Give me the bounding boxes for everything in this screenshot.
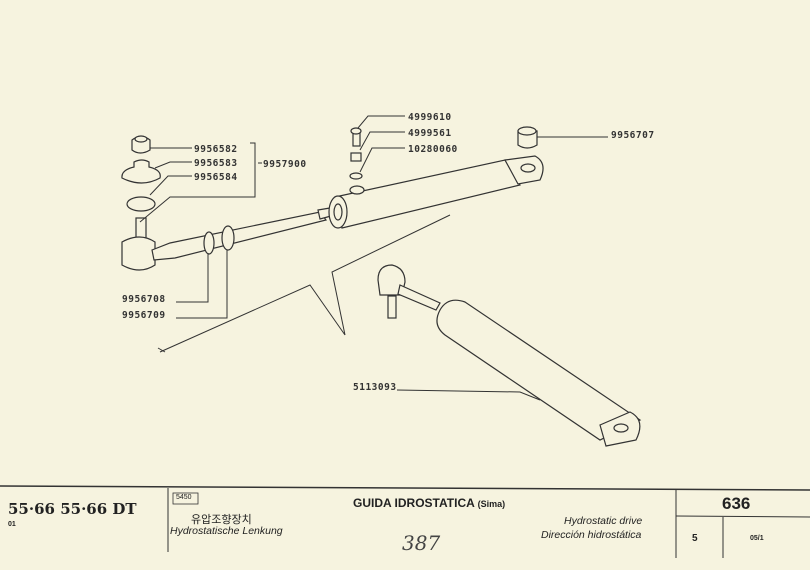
label-9956709: 9956709 (122, 310, 166, 321)
label-9956582: 9956582 (194, 144, 238, 155)
model-names: 55·66 55·66 DT (8, 500, 137, 518)
label-9956583: 9956583 (194, 158, 238, 169)
label-9956707: 9956707 (611, 130, 655, 141)
cylinder-assembly-part (377, 264, 642, 447)
seal-ring-2-part (221, 225, 235, 251)
title-block-frame (0, 485, 810, 558)
screw-washer-seal-parts (349, 127, 365, 195)
dust-cover-part (121, 159, 161, 184)
title-spanish: Dirección hidrostática (541, 529, 642, 541)
page-number: 636 (722, 494, 751, 513)
title-italian: GUIDA IDROSTATICA (Sima) (353, 496, 505, 510)
label-4999610: 4999610 (408, 112, 452, 123)
label-9956708: 9956708 (122, 294, 166, 305)
section-number: 5 (692, 533, 698, 544)
cylinder-part (328, 155, 544, 229)
label-4999561: 4999561 (408, 128, 452, 139)
revision: 05/1 (750, 535, 764, 542)
title-german: Hydrostatische Lenkung (170, 525, 283, 537)
label-5113093: 5113093 (353, 382, 397, 393)
nut-part (131, 135, 151, 154)
bushing-part (517, 126, 538, 149)
bracket-tick (157, 347, 166, 353)
label-10280060: 10280060 (408, 144, 458, 155)
label-9956584: 9956584 (194, 172, 238, 183)
tie-rod-end-part (121, 207, 332, 271)
title-korean: 유압조향장치 (191, 514, 252, 526)
assembly-bracket-line (159, 214, 451, 353)
handwritten-number: 387 (402, 531, 441, 555)
group-code: 5450 (176, 494, 192, 501)
ring-part (126, 196, 156, 212)
title-suffix: (Sima) (477, 499, 506, 509)
seal-ring-1-part (203, 231, 215, 255)
leader-lines (139, 115, 608, 401)
model-code: 01 (8, 521, 16, 528)
title-italian-text: GUIDA IDROSTATICA (353, 496, 475, 510)
label-9957900: 9957900 (263, 159, 307, 170)
title-english: Hydrostatic drive (564, 515, 643, 527)
